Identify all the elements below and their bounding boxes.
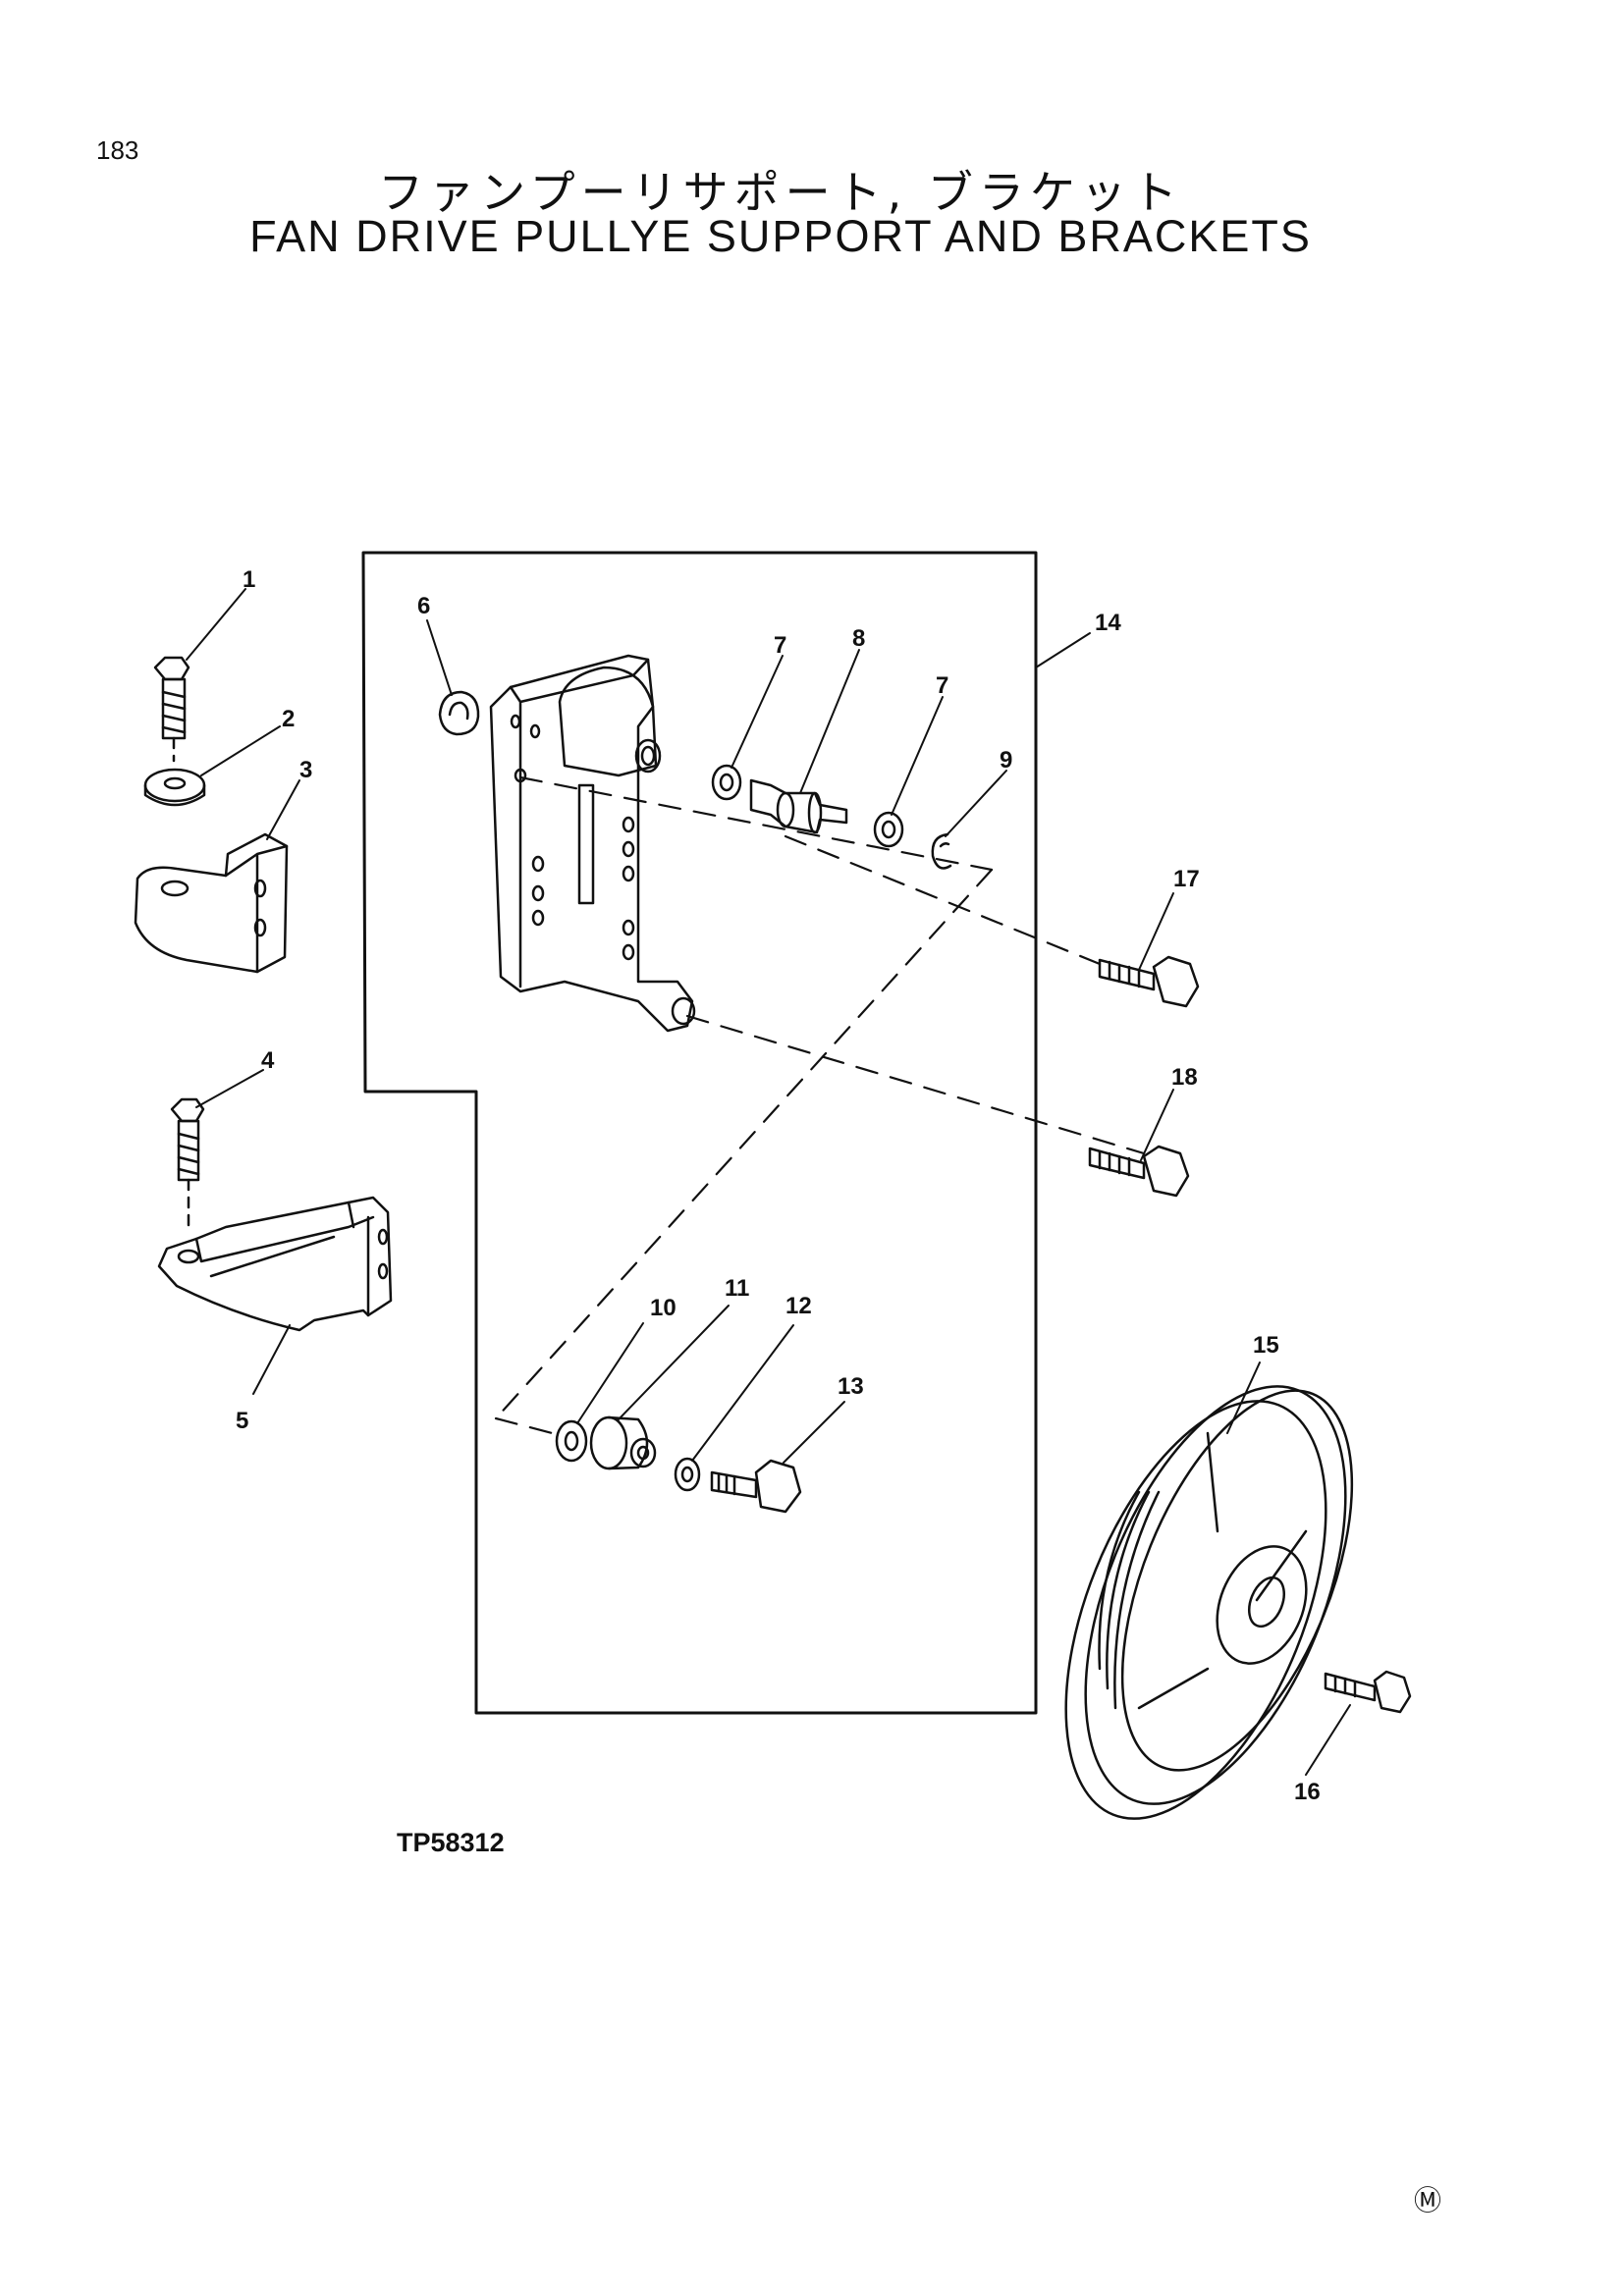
assembly-outline xyxy=(361,551,1038,1715)
callouts: 1 2 3 4 5 6 7 8 7 9 10 11 12 13 14 15 16… xyxy=(236,566,1321,1805)
bushing-part-7a xyxy=(711,764,742,801)
washer-part-10 xyxy=(555,1419,588,1463)
callout-6: 6 xyxy=(417,593,430,619)
callout-16: 16 xyxy=(1294,1779,1321,1805)
washer-part-2 xyxy=(143,768,206,807)
callout-3: 3 xyxy=(299,757,312,783)
callout-4: 4 xyxy=(261,1047,275,1074)
callout-9: 9 xyxy=(1000,747,1012,774)
title-japanese: ファンプーリサポート, ブラケット xyxy=(378,166,1183,219)
leader-lines xyxy=(186,588,1351,1776)
callout-5: 5 xyxy=(236,1408,248,1434)
bracket-part-3 xyxy=(134,832,289,974)
bolt-part-1 xyxy=(153,656,190,763)
callout-15: 15 xyxy=(1253,1332,1279,1359)
callout-8: 8 xyxy=(852,625,865,652)
shaft-part-8 xyxy=(749,778,848,834)
callout-10: 10 xyxy=(650,1295,677,1321)
title-english: FAN DRIVE PULLYE SUPPORT AND BRACKETS xyxy=(249,211,1312,261)
bushing-part-7b xyxy=(873,811,904,848)
bolt-part-18 xyxy=(1088,1145,1190,1198)
washer-part-12 xyxy=(674,1457,701,1492)
callout-7b: 7 xyxy=(936,672,948,699)
callout-14: 14 xyxy=(1095,610,1121,636)
bolt-part-17 xyxy=(1098,955,1200,1008)
corner-mark: Ⓜ xyxy=(1414,2185,1442,2216)
callout-12: 12 xyxy=(785,1293,812,1319)
callout-7a: 7 xyxy=(774,632,786,659)
hub-part-11 xyxy=(589,1415,657,1470)
bolt-part-13 xyxy=(710,1459,802,1514)
support-body xyxy=(489,654,696,1033)
dashed-alignment-lines xyxy=(494,775,1146,1437)
callout-1: 1 xyxy=(243,566,255,593)
callout-13: 13 xyxy=(838,1373,864,1400)
callout-17: 17 xyxy=(1173,866,1200,892)
pulley-part-15 xyxy=(1064,1385,1354,1820)
bracket-part-5 xyxy=(157,1196,393,1332)
callout-11: 11 xyxy=(725,1275,749,1302)
bolt-part-16 xyxy=(1324,1670,1412,1714)
figure-id: TP58312 xyxy=(397,1828,505,1857)
bolt-part-4 xyxy=(170,1097,205,1229)
page-number: 183 xyxy=(96,135,139,165)
callout-2: 2 xyxy=(282,706,295,732)
callout-18: 18 xyxy=(1171,1064,1198,1091)
clip-part-6 xyxy=(438,690,480,736)
snap-ring-part-9 xyxy=(931,832,952,870)
